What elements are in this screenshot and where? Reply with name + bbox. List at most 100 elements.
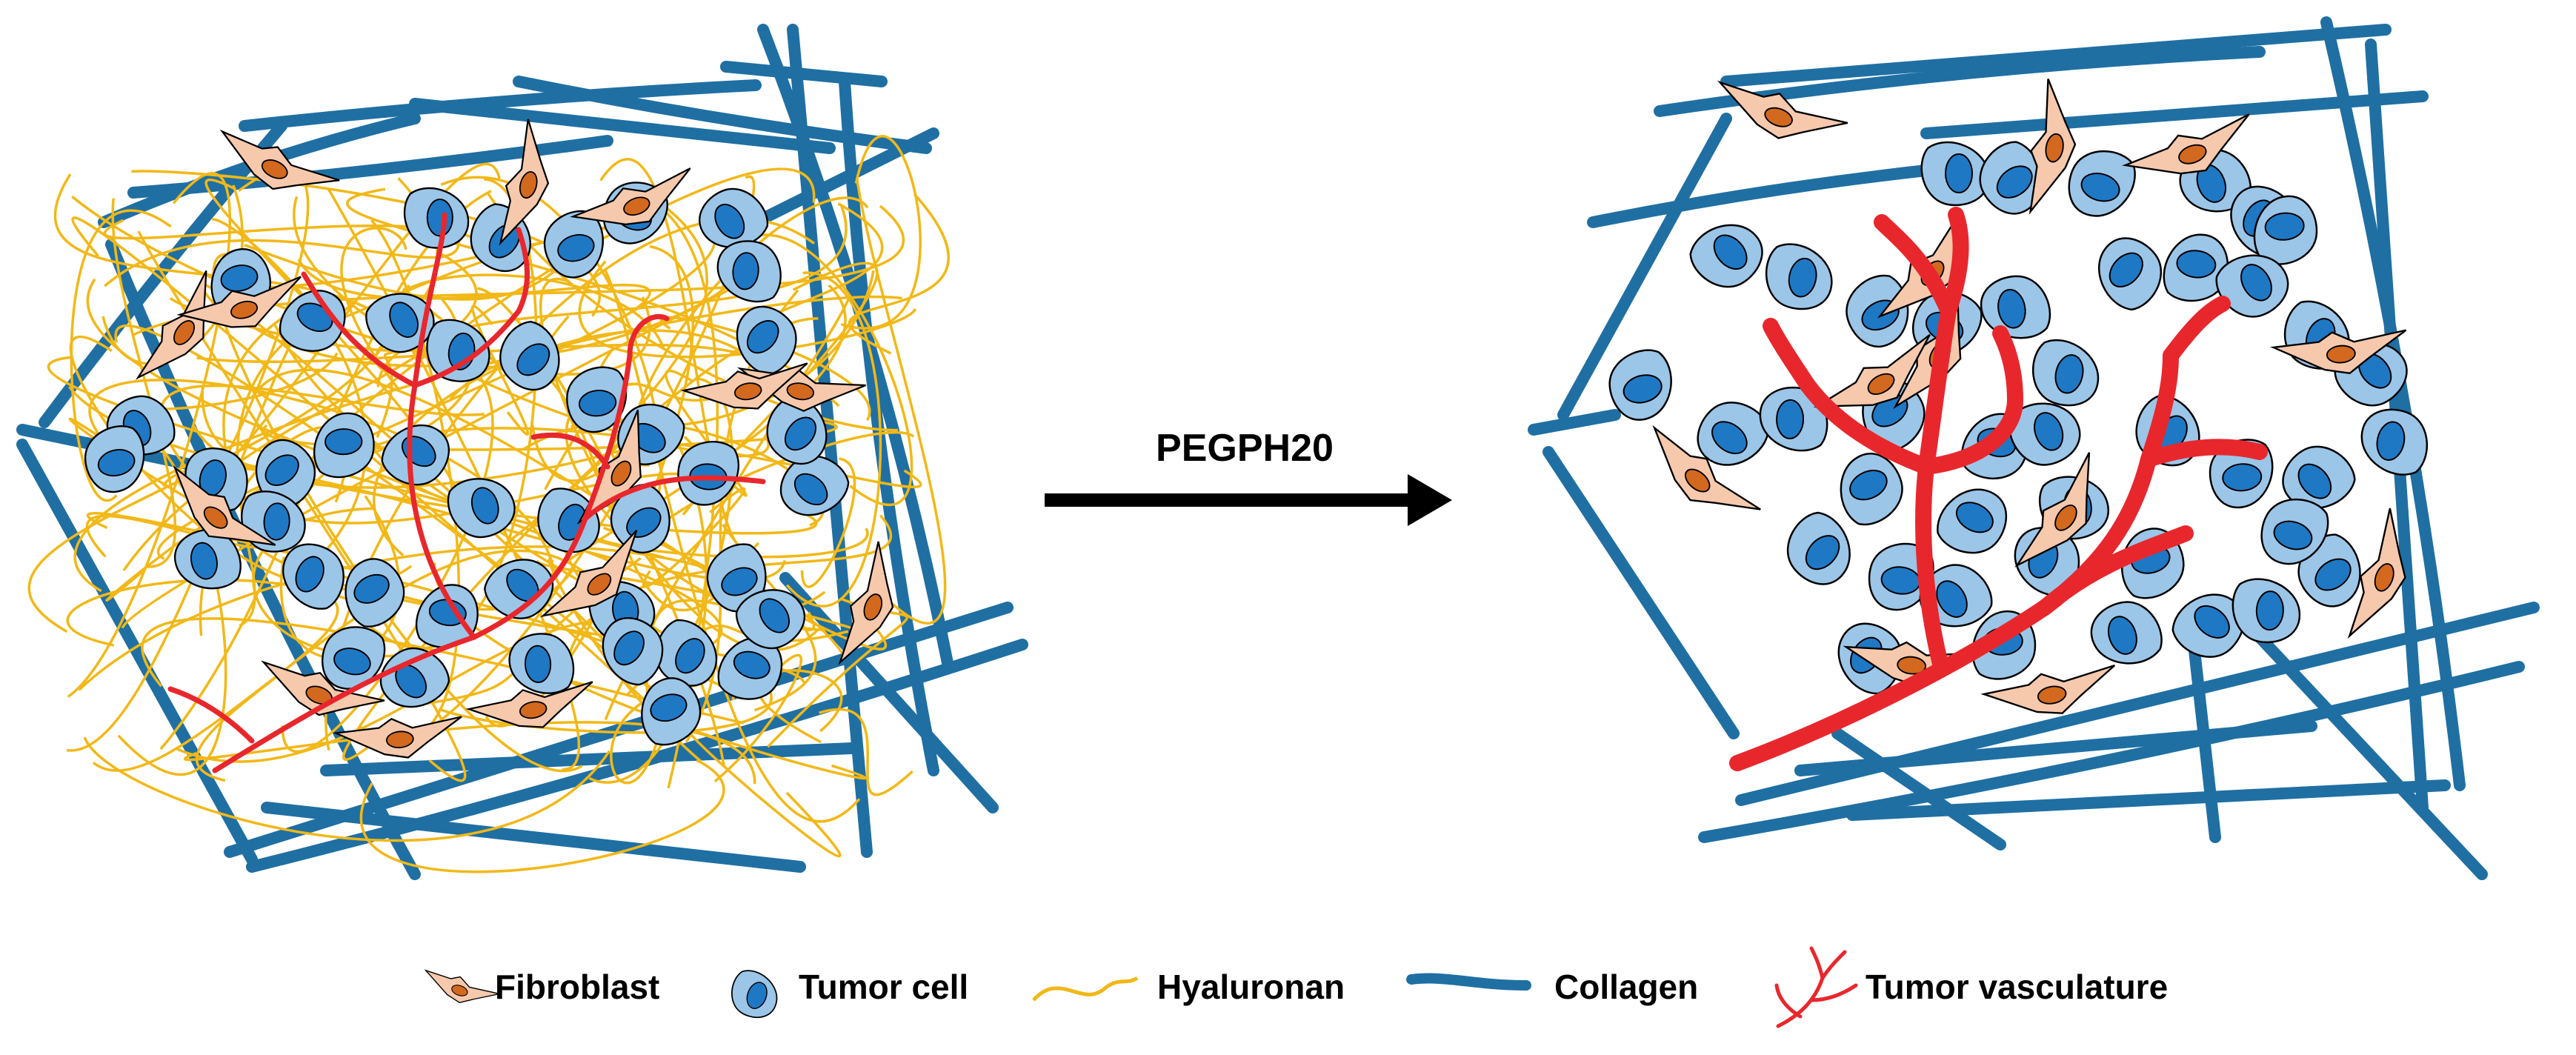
tumor-cell — [2253, 195, 2318, 265]
tumor-cell — [1840, 453, 1903, 526]
hyaluronan-strand — [67, 172, 231, 698]
vasculature-icon — [1809, 946, 1825, 980]
hyaluronan-strand — [800, 457, 856, 588]
hyaluronan-strand — [713, 653, 803, 783]
hyaluronan-strand — [340, 227, 407, 390]
panel-before-treatment — [16, 24, 1028, 880]
tumor-cell-nucleus — [613, 630, 645, 666]
hyaluronan-strand — [73, 295, 902, 593]
collagen-fiber — [1557, 113, 1732, 421]
tumor-cell-nucleus — [516, 343, 550, 376]
collagen-fiber — [1528, 409, 1621, 436]
tumor-cell — [1920, 141, 1990, 207]
tumor-cell-nucleus — [1996, 165, 2033, 199]
hyaluronan-strand — [840, 135, 922, 330]
tumor-cell — [1786, 511, 1851, 585]
fibroblast — [135, 270, 207, 380]
collagen-fiber — [409, 98, 836, 154]
hyaluronan-strand — [301, 427, 922, 501]
blood-vessel — [1874, 214, 1957, 319]
collagen-fiber — [1587, 164, 1932, 228]
fibroblast — [2028, 79, 2077, 215]
tumor-cell-nucleus — [295, 556, 325, 593]
fibroblast-body — [219, 129, 340, 190]
fibroblast — [332, 716, 462, 759]
tumor-cell-nucleus — [2255, 590, 2284, 631]
collagen-fiber — [513, 76, 932, 154]
fibroblast — [2122, 113, 2250, 175]
collagen-fiber — [39, 120, 287, 428]
tumor-cell — [484, 559, 554, 619]
blood-vessel — [1763, 318, 1934, 475]
fibroblast-nucleus — [587, 573, 612, 596]
fibroblast-nucleus — [2037, 685, 2067, 705]
tumor-cell — [2068, 150, 2136, 217]
tumor-cell — [84, 425, 145, 493]
fibroblast-nucleus — [203, 506, 228, 529]
tumor-cell-nucleus — [732, 252, 759, 290]
treatment-label: PEGPH20 — [1156, 427, 1334, 470]
tumor-cell-nucleus — [1713, 234, 1748, 270]
vasculature-icon — [1820, 950, 1847, 980]
fibroblast-nucleus — [173, 320, 196, 345]
tumor-cell-nucleus — [675, 638, 705, 674]
treatment-arrow — [1045, 474, 1452, 526]
collagen-fiber — [320, 742, 858, 776]
tumor-cell-nucleus — [325, 428, 363, 456]
tumor-cell — [1689, 224, 1763, 288]
collagen-fiber — [720, 61, 888, 87]
legend-label-vasculature: Tumor vasculature — [1866, 968, 2169, 1006]
hyaluronan-strand — [685, 726, 842, 858]
hyaluronan-strand — [70, 209, 172, 502]
hyaluronan-strand — [691, 262, 879, 494]
fibroblast — [838, 541, 894, 665]
tumor-cell-nucleus — [353, 573, 390, 604]
tumor-cell-nucleus — [2376, 421, 2406, 461]
fibroblast-nucleus — [1897, 656, 1927, 675]
collagen-fiber — [1831, 728, 2006, 851]
tumor-cell-nucleus — [296, 302, 333, 333]
tumor-cell — [174, 529, 242, 590]
collagen-fiber — [2320, 16, 2466, 791]
tumor-cell-nucleus — [793, 473, 828, 506]
tumor-cell-nucleus — [426, 199, 453, 237]
tumor-cell — [2231, 578, 2301, 644]
tumor-cell — [602, 617, 664, 686]
hyaluronan-strand — [83, 736, 610, 842]
tumor-cell — [1979, 141, 2043, 215]
tumor-cell — [2163, 233, 2229, 302]
tumor-cell-nucleus — [525, 645, 552, 683]
fibroblast-body — [135, 270, 207, 380]
cells-before — [84, 119, 894, 759]
tumor-cell — [322, 626, 386, 690]
collagen-fiber — [1920, 90, 2429, 139]
tumor-cell — [543, 210, 604, 279]
fibroblast-body — [173, 465, 276, 546]
fibroblast-nucleus — [2045, 133, 2064, 163]
tumor-cell — [2171, 593, 2245, 658]
fibroblast-nucleus — [610, 460, 632, 487]
tumor-cell-nucleus — [1788, 257, 1817, 298]
tumor-cell — [706, 543, 767, 613]
tumor-cell — [2215, 254, 2289, 318]
tumor-cell — [1765, 243, 1833, 310]
fibroblast — [570, 167, 691, 226]
fibroblast-body — [1813, 333, 1931, 407]
collagen-fiber — [2187, 631, 2221, 843]
blood-vessel — [407, 212, 477, 640]
tumor-cell — [508, 633, 575, 694]
tumor-cell — [716, 240, 782, 303]
fibroblast-nucleus — [1684, 468, 1711, 493]
tumor-cell — [2090, 601, 2163, 665]
hyaluronan-strand — [359, 759, 725, 873]
tumor-cell-nucleus — [263, 502, 290, 541]
tumor-cell-nucleus — [2297, 463, 2332, 499]
vasculature-icon — [1809, 983, 1858, 1002]
blood-vessel — [2037, 525, 2194, 616]
tumor-cell-nucleus — [2176, 250, 2217, 279]
blood-vessel — [582, 475, 766, 522]
fibroblast-nucleus — [733, 382, 762, 401]
tumor-cell — [2008, 402, 2081, 466]
vasculature-icon — [1776, 976, 1825, 1028]
